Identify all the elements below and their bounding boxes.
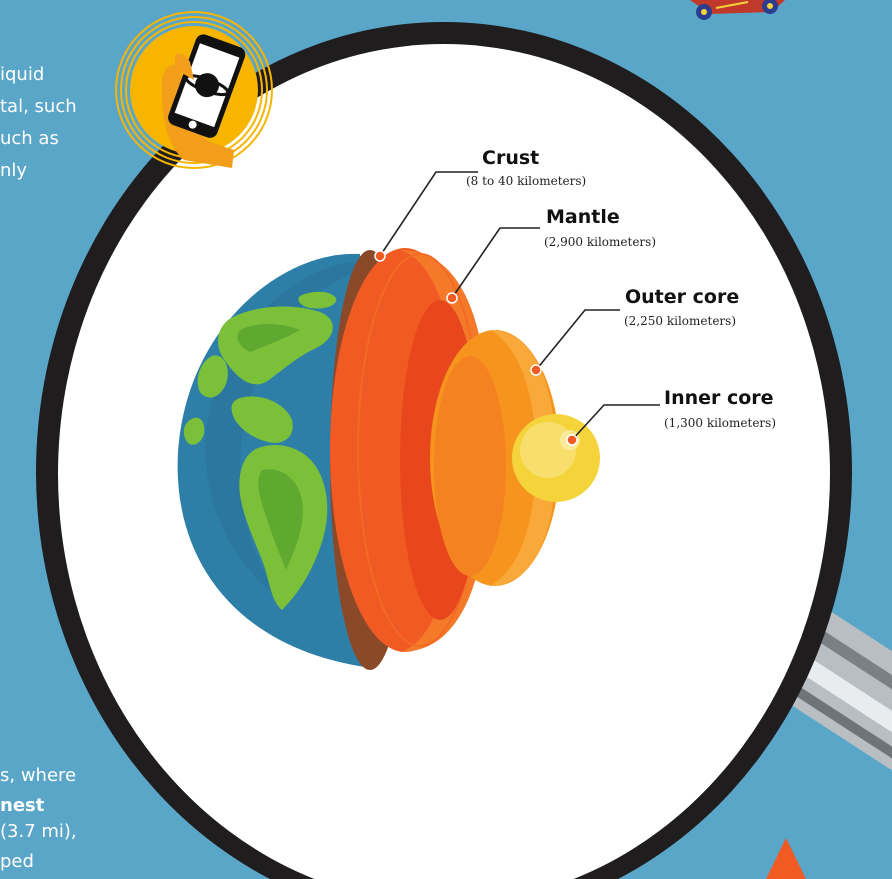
inner-core-thickness: (1,300 kilometers) (664, 416, 776, 430)
crust-pointer-dot (375, 251, 385, 261)
mantle-label: Mantle (546, 206, 620, 228)
outer-core-label: Outer core (625, 286, 739, 308)
crust-label: Crust (482, 147, 539, 169)
mantle-thickness: (2,900 kilometers) (544, 235, 656, 249)
inner-core-label: Inner core (664, 387, 774, 409)
crust-thickness: (8 to 40 kilometers) (466, 174, 586, 188)
inner-core-pointer-dot (567, 435, 577, 445)
mantle-pointer-dot (447, 293, 457, 303)
outer-core-thickness: (2,250 kilometers) (624, 314, 736, 328)
outer-core-pointer-dot (531, 365, 541, 375)
